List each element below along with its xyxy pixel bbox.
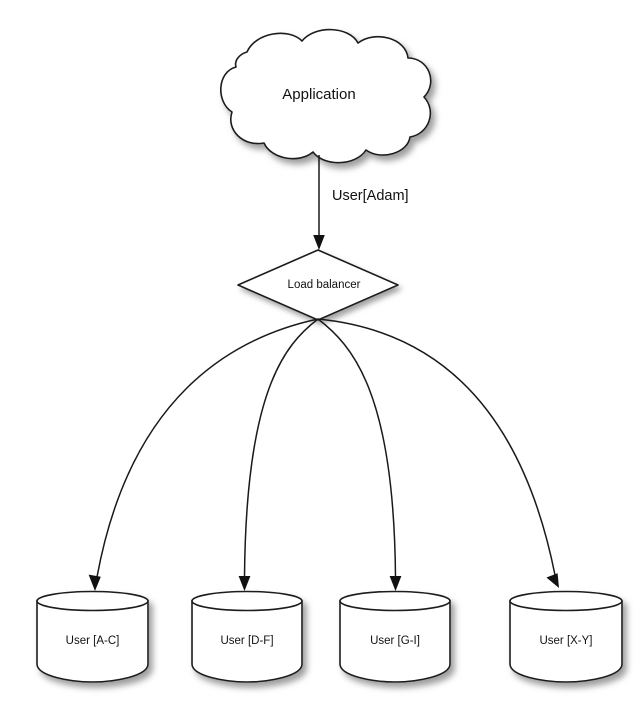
cylinder-label-shard-4: User [X-Y] [539,635,592,647]
edge-label-user-adam: User[Adam] [332,188,409,204]
arrowhead-lb-to-shard-1 [88,574,101,591]
node-cylinder-shard-4[interactable]: User [X-Y] [509,590,623,683]
node-diamond-load-balancer[interactable]: Load balancer [237,249,399,321]
arrowhead-app-to-lb [313,235,325,250]
edge-lb-to-shard-4 [317,318,559,588]
arrowhead-lb-to-shard-3 [389,576,402,591]
cloud-label: Application [282,86,355,103]
node-cylinder-shard-1[interactable]: User [A-C] [36,590,149,683]
node-cylinder-shard-3[interactable]: User [G-I] [339,590,451,683]
cylinder-label-shard-2: User [D-F] [220,635,273,647]
arrowhead-lb-to-shard-4 [546,573,559,588]
cylinder-label-shard-1: User [A-C] [66,635,120,647]
edge-application-to-load-balancer: User[Adam] [313,155,409,250]
diamond-label: Load balancer [288,279,361,291]
edge-lb-to-shard-2 [238,318,319,591]
node-cylinder-shard-2[interactable]: User [D-F] [191,590,303,683]
cylinder-label-shard-3: User [G-I] [370,635,420,647]
arrowhead-lb-to-shard-2 [238,576,251,591]
edge-lb-to-shard-1 [88,318,319,591]
node-cloud-application[interactable]: Application [220,28,432,164]
edge-lb-to-shard-3 [317,318,402,591]
